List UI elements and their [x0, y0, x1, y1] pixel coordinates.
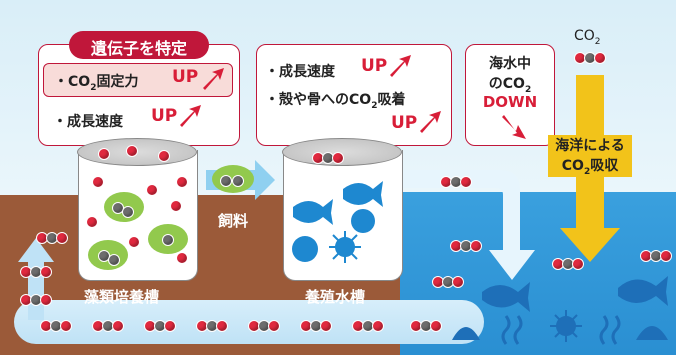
growth-speed-label: ・成長速度 — [53, 114, 123, 130]
aquaculture-tank-label: 養殖水槽 — [305, 288, 366, 306]
co2-down-label: DOWN — [482, 93, 538, 111]
co2-molecule-icon — [312, 152, 344, 164]
co2-molecule-icon — [574, 52, 606, 64]
algae-cell-icon — [148, 224, 188, 254]
co2-fixation-up: UP — [172, 67, 199, 87]
shell-bone-co2-label: ・殻や骨へのCO2吸着 — [265, 92, 406, 111]
growth-speed-up: UP — [151, 106, 178, 126]
algae-tank-top — [77, 138, 197, 166]
seawater-label: 海水中 — [489, 56, 531, 72]
co2-fixation-label: ・CO2固定力 — [54, 74, 139, 93]
shell-bone-co2-up: UP — [391, 113, 418, 133]
down-arrow-icon — [502, 115, 526, 139]
seaweed-icon — [501, 315, 621, 345]
co2-atmosphere-label: CO2 — [574, 28, 601, 47]
sea-urchin-icon — [550, 310, 582, 342]
up-arrow-icon — [390, 55, 411, 77]
gene-card-title-pill: 遺伝子を特定 — [69, 31, 209, 59]
scallop-icon — [452, 326, 668, 340]
gene-card: 遺伝子を特定 ・CO2固定力 UP ・成長速度 UP — [38, 31, 240, 146]
fish-icon — [293, 181, 383, 225]
fish-icon — [482, 276, 668, 312]
up-arrow-icon — [203, 68, 224, 90]
growth-speed-label: ・成長速度 — [265, 64, 335, 80]
algae-cell-icon — [104, 192, 144, 222]
aquaculture-effect-card: ・成長速度 UP ・殻や骨へのCO2吸着 UP — [256, 44, 452, 146]
sea-urchin-icon — [329, 231, 361, 263]
scallop-icon — [292, 209, 375, 262]
algae-tank-label: 藻類培養槽 — [84, 288, 160, 306]
seawater-co2-card: 海水中 のCO2 DOWN — [465, 44, 555, 146]
feed-algae-icon — [212, 165, 254, 193]
algae-cell-icon — [88, 240, 128, 270]
growth-speed-up: UP — [361, 56, 388, 76]
ocean-absorption-line1: 海洋による — [548, 135, 632, 155]
ocean-absorption-line2: CO2吸収 — [548, 155, 632, 177]
gene-card-title: 遺伝子を特定 — [90, 39, 187, 58]
aquaculture-tank-top — [282, 138, 402, 166]
up-arrow-icon — [180, 105, 201, 127]
up-arrow-icon — [420, 111, 441, 133]
co2-fixation-row: ・CO2固定力 UP — [43, 63, 233, 97]
feed-label: 飼料 — [218, 212, 249, 230]
co2-label: のCO2 — [488, 76, 532, 95]
aquaculture-animals — [292, 181, 383, 263]
